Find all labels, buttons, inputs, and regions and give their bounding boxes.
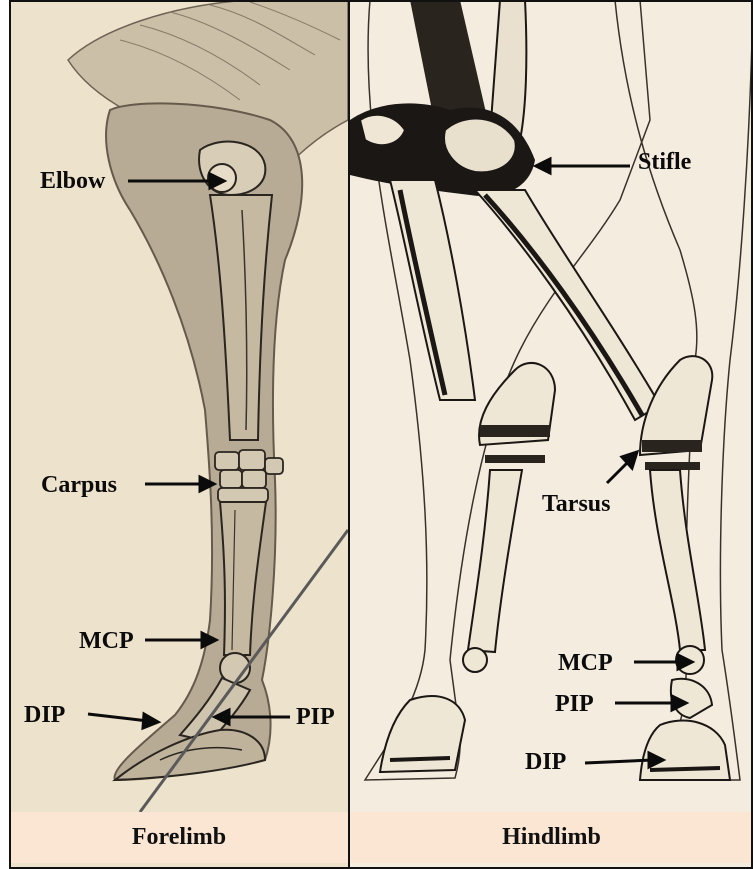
forelimb-dip-label: DIP bbox=[24, 703, 65, 727]
forelimb-illustration bbox=[10, 0, 348, 812]
hindlimb-panel: Stifle Tarsus MCP PIP DIP Hindlimb bbox=[350, 0, 753, 869]
forelimb-mcp-label: MCP bbox=[79, 629, 134, 653]
elbow-label: Elbow bbox=[40, 169, 105, 193]
carpus-label: Carpus bbox=[41, 473, 117, 497]
forelimb-caption: Forelimb bbox=[10, 812, 348, 863]
stifle-label: Stifle bbox=[638, 150, 691, 174]
hindlimb-caption: Hindlimb bbox=[350, 812, 753, 863]
forelimb-panel: Elbow Carpus MCP DIP PIP Forelimb bbox=[10, 0, 348, 869]
forelimb-pip-label: PIP bbox=[296, 705, 335, 729]
hindlimb-dip-label: DIP bbox=[525, 750, 566, 774]
tarsus-label: Tarsus bbox=[542, 492, 610, 516]
hindlimb-pip-label: PIP bbox=[555, 692, 594, 716]
hindlimb-illustration bbox=[350, 0, 753, 812]
hindlimb-mcp-label: MCP bbox=[558, 651, 613, 675]
